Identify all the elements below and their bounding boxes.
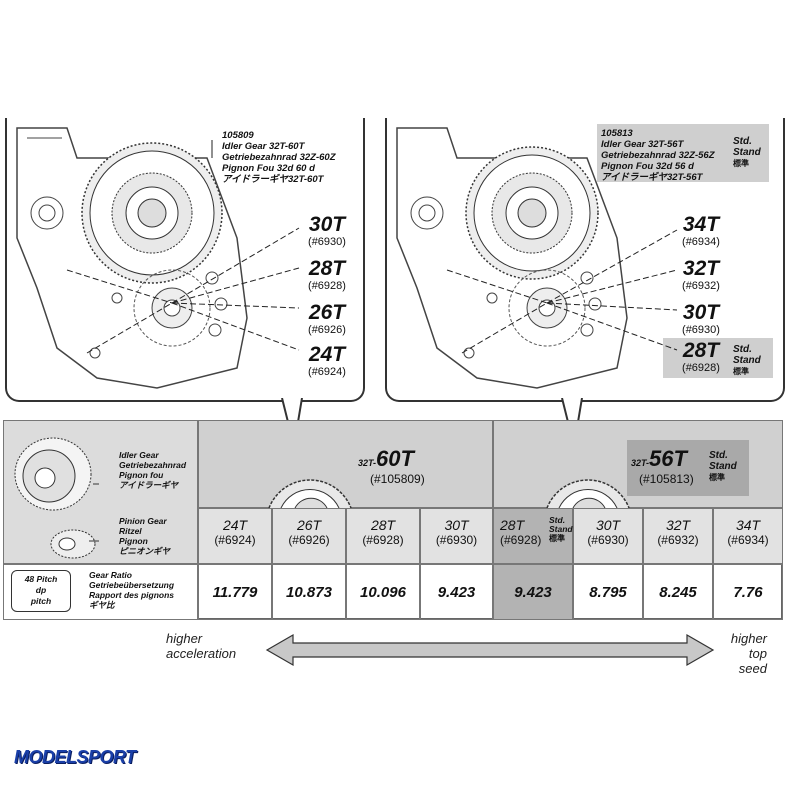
double-arrow-icon [265, 633, 715, 667]
pinion-std-highlight [663, 338, 773, 378]
pinion-label-28t: 28T (#6928) [308, 257, 346, 293]
pinion-cell: 34T(#6934) [713, 508, 783, 564]
pinion-label-28t: 28T (#6928) [682, 339, 720, 375]
part-number: 105813 [601, 128, 633, 139]
pinion-cell: 28T(#6928) [346, 508, 420, 564]
gear-ratio-row-label: Gear Ratio Getriebeübersetzung Rapport d… [89, 570, 175, 610]
pinion-cell: 26T(#6926) [272, 508, 346, 564]
ratio-cell: 7.76 [713, 564, 783, 620]
caption-line: Getriebezahnrad 32Z-56Z [601, 150, 715, 161]
caption-line: Pignon Fou 32d 60 d [222, 163, 315, 174]
pinion-cell: 30T(#6930) [573, 508, 643, 564]
gearbox-drawing-left [16, 127, 300, 389]
ratio-cell-std: 9.423 [493, 564, 573, 620]
pinion-label-30t: 30T (#6930) [308, 213, 346, 249]
ratio-cell: 11.779 [198, 564, 272, 620]
idler-gear-caption-left: 105809 Idler Gear 32T-60T Getriebezahnra… [222, 130, 336, 185]
pitch-badge: 48 Pitch dp pitch [11, 570, 71, 612]
caption-line: Idler Gear 32T-60T [222, 141, 305, 152]
ratio-cell: 10.873 [272, 564, 346, 620]
idler-gear-caption-right: 105813 Idler Gear 32T-56T Getriebezahnra… [601, 128, 715, 183]
idler-std-highlight [597, 124, 769, 182]
idler-pinion-drawing [14, 437, 99, 559]
pinion-label-32t: 32T (#6932) [682, 257, 720, 293]
pinion-label-34t: 34T (#6934) [682, 213, 720, 249]
pinion-label-24t: 24T (#6924) [308, 343, 346, 379]
idler-56t-label: 32T-56T (#105813) [631, 446, 694, 486]
gearbox-drawing-right [396, 127, 678, 389]
left-gear-diagram-panel: 105809 Idler Gear 32T-60T Getriebezahnra… [5, 118, 365, 402]
idler-56t-std-note: Std. Stand 標準 [709, 450, 737, 482]
pinion-cell: 32T(#6932) [643, 508, 713, 564]
idler-56t-std-highlight [627, 440, 749, 496]
higher-top-speed-label: higher top seed [730, 631, 767, 676]
pinion-cell: 24T(#6924) [198, 508, 272, 564]
pinion-label-30t: 30T (#6930) [682, 301, 720, 337]
caption-line: Getriebezahnrad 32Z-60Z [222, 152, 336, 163]
idler-60t-label: 32T-60T (#105809) [358, 446, 425, 486]
pinion-label-26t: 26T (#6926) [308, 301, 346, 337]
caption-line: アイドラーギヤ32T-60T [222, 174, 324, 185]
higher-acceleration-label: higher acceleration [166, 631, 237, 661]
caption-line: アイドラーギヤ32T-56T [601, 172, 703, 183]
gear-ratio-table: Idler Gear Getriebezahnrad Pignon fou アイ… [3, 420, 783, 620]
right-gear-diagram-panel: 105813 Idler Gear 32T-56T Getriebezahnra… [385, 118, 785, 402]
pinion-cell-std: 28T(#6928) [493, 508, 573, 564]
caption-line: Idler Gear 32T-56T [601, 139, 684, 150]
pinion-std-note: Std. Stand 標準 [733, 344, 761, 376]
pinion-std-column-note: Std. Stand 標準 [549, 515, 573, 544]
idler-60t-gear-icon [268, 479, 352, 508]
ratio-cell: 8.795 [573, 564, 643, 620]
part-number: 105809 [222, 130, 254, 141]
ratio-cell: 9.423 [420, 564, 493, 620]
idler-56t-gear-icon [546, 479, 630, 508]
pinion-cell: 30T(#6930) [420, 508, 493, 564]
caption-line: Pignon Fou 32d 56 d [601, 161, 694, 172]
idler-std-note: Std. Stand 標準 [733, 136, 761, 168]
pinion-gear-row-label: Pinion Gear Ritzel Pignon ピニオンギヤ [119, 516, 171, 556]
ratio-cell: 10.096 [346, 564, 420, 620]
idler-gear-row-label: Idler Gear Getriebezahnrad Pignon fou アイ… [119, 450, 187, 490]
ratio-cell: 8.245 [643, 564, 713, 620]
modelsport-logo: MODELSPORT [14, 747, 136, 767]
